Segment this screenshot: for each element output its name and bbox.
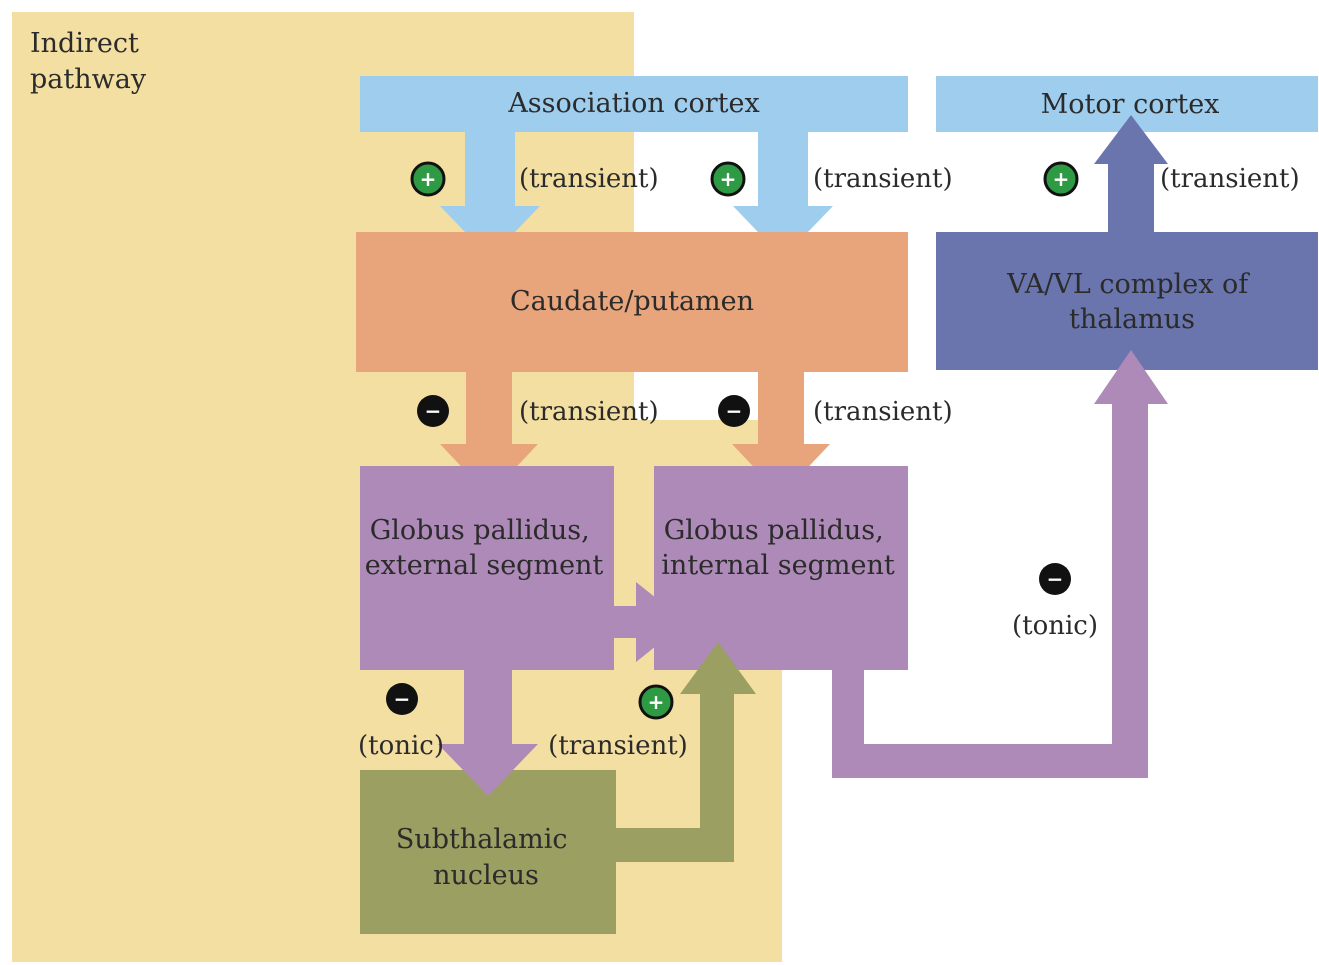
svg-text:−: − (726, 399, 743, 423)
timing-label: (tonic) (1012, 611, 1098, 641)
caudate-putamen-box (356, 232, 908, 372)
inhibitory-sign-icon: − (718, 395, 750, 427)
svg-text:−: − (425, 399, 442, 423)
motor-cortex-label: Motor cortex (1041, 89, 1220, 120)
svg-text:+: + (420, 167, 437, 191)
inhibitory-sign-icon: − (1039, 563, 1071, 595)
svg-text:+: + (648, 690, 665, 714)
thalamus-label: VA/VL complex of thalamus (1006, 269, 1257, 335)
svg-text:−: − (394, 687, 411, 711)
arrow-gpe-to-gpi (614, 582, 686, 662)
inhibitory-sign-icon: − (386, 683, 418, 715)
inhibitory-sign-icon: − (417, 395, 449, 427)
timing-label: (transient) (519, 397, 659, 427)
association-cortex-box (360, 76, 908, 132)
timing-label: (transient) (548, 731, 688, 761)
svg-text:+: + (720, 167, 737, 191)
arrow-thalamus-to-motor-cortex (1094, 115, 1168, 232)
gp-internal-label: Globus pallidus, internal segment (661, 515, 895, 581)
gp-internal-box (654, 466, 908, 670)
timing-label: (transient) (519, 164, 659, 194)
svg-text:−: − (1047, 567, 1064, 591)
svg-text:+: + (1053, 167, 1070, 191)
gp-external-box (360, 466, 614, 670)
arrow-caudate-to-gpe (440, 372, 538, 496)
arrow-assoc-to-caudate-right (733, 132, 833, 258)
arrow-gpi-to-thalamus (832, 350, 1168, 778)
timing-label: (transient) (1160, 164, 1300, 194)
association-cortex-label: Association cortex (507, 88, 759, 119)
excitatory-sign-icon: + (638, 684, 674, 720)
gp-external-label: Globus pallidus, external segment (365, 515, 604, 581)
arrow-assoc-to-caudate-left (440, 132, 540, 258)
subthalamic-nucleus-box (360, 770, 616, 934)
arrow-stn-to-gpi (616, 642, 756, 862)
arrow-caudate-to-gpi (732, 372, 830, 496)
excitatory-sign-icon: + (1043, 161, 1079, 197)
thalamus-box (936, 232, 1318, 370)
excitatory-sign-icon: + (710, 161, 746, 197)
pathway-title: Indirect pathway (30, 28, 147, 95)
timing-label: (transient) (813, 164, 953, 194)
arrow-gpe-to-stn (438, 670, 538, 796)
excitatory-sign-icon: + (410, 161, 446, 197)
timing-label: (transient) (813, 397, 953, 427)
caudate-putamen-label: Caudate/putamen (510, 286, 754, 317)
subthalamic-nucleus-label: Subthalamic nucleus (396, 824, 576, 891)
timing-label: (tonic) (358, 731, 444, 761)
